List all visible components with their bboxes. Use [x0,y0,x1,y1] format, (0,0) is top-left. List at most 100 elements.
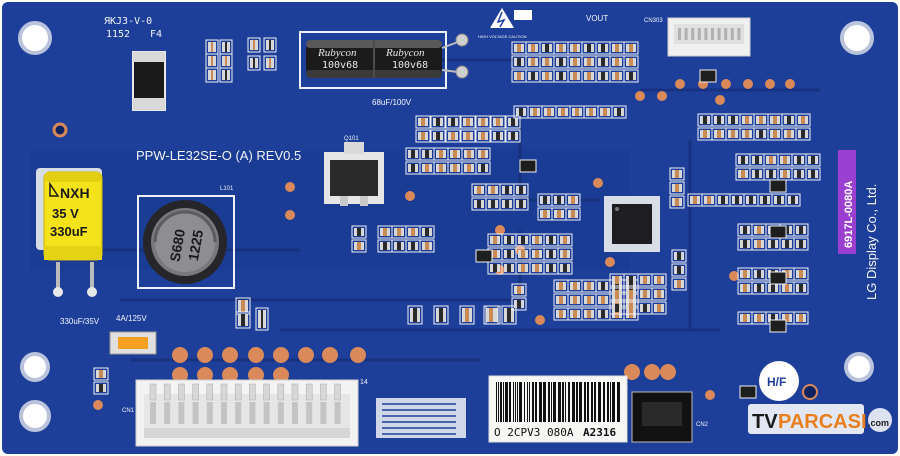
barcode-bar [551,382,552,422]
smd-terminal [495,308,498,322]
smd-terminal [553,250,556,258]
smd-terminal [739,196,742,204]
smd-terminal [539,264,542,272]
smd-terminal [681,266,684,274]
barcode-bar [584,382,586,422]
smd-outline [795,127,811,141]
smd-terminal [563,44,566,52]
smd-terminal [565,108,568,116]
smd-terminal [626,290,629,298]
smd-terminal [514,58,517,66]
smd-terminal [401,242,404,250]
smd-terminal [591,58,594,66]
smd-terminal [577,58,580,66]
smd-terminal [433,118,436,126]
smd-terminal [612,290,615,298]
smd-part [436,150,446,158]
smd-terminal [714,130,717,138]
smd-terminal [754,240,757,248]
smd-terminal [227,70,230,80]
copper-pad [197,367,213,383]
connector-slot [277,402,284,424]
smd-part [560,250,570,258]
connector-slot [263,402,270,424]
copper-pad [93,400,103,410]
watermark-logo [748,404,892,434]
sot-package [739,385,757,399]
smd-part [546,236,556,244]
smd-part [558,108,568,116]
copper-pad [322,347,338,363]
smd-part [488,186,498,194]
smd-part [746,196,756,204]
copper-pad [765,79,775,89]
smd-terminal [478,150,481,158]
cap-yellow-line-1: NXH [60,185,90,201]
smd-outline [475,129,491,143]
smd-terminal [600,108,603,116]
smd-part [540,196,550,204]
barcode-bar [548,382,550,422]
smd-terminal [614,108,617,116]
mosfet-q101 [324,142,384,206]
smd-outline [785,193,801,207]
smd-terminal [781,196,784,204]
smd-terminal [626,72,629,80]
smd-terminal [525,264,528,272]
smd-terminal [647,276,650,284]
smd-part [788,196,798,204]
smd-terminal [415,228,418,236]
smd-terminal [763,130,766,138]
smd-terminal [410,308,413,322]
smd-part [408,150,418,158]
smd-part [752,170,762,178]
smd-outline [513,183,529,197]
smd-terminal [746,196,749,204]
smd-outline [475,161,491,175]
smd-part [568,210,578,218]
smd-terminal [525,250,528,258]
smd-part [614,108,624,116]
connector-top-ref: CN303 [644,18,663,24]
copper-pad [644,364,660,380]
smd-part [796,270,806,278]
smd-part [612,44,622,52]
smd-part [584,310,594,318]
smd-terminal [770,116,773,124]
barcode-bar [503,382,504,422]
smd-part [546,250,556,258]
smd-terminal [732,196,735,204]
smd-terminal [766,156,769,164]
smd-terminal [250,58,253,68]
smd-terminal [504,236,507,244]
barcode-suffix: A2316 [583,426,616,439]
top-left-code: ЯKJ3-V-0 [104,16,152,27]
smd-outline [351,225,367,239]
smd-part [544,108,554,116]
smd-terminal [774,196,777,204]
smd-terminal [563,282,566,290]
smd-terminal [485,150,488,158]
smd-outline [611,105,627,119]
smd-terminal [700,116,703,124]
smd-terminal [515,118,518,126]
smd-terminal [521,58,524,66]
smd-terminal [679,184,682,192]
smd-terminal [567,264,570,272]
smd-terminal [725,196,728,204]
smd-terminal [633,290,636,298]
barcode-bar [543,382,546,422]
connector-slot [320,402,327,424]
smd-terminal [547,210,550,218]
smd-part [808,170,818,178]
smd-terminal [433,132,436,140]
sot-package [769,271,787,285]
connector-pin: 14 [360,379,368,386]
smd-part [794,156,804,164]
smd-terminal [518,264,521,272]
smd-terminal [258,310,261,328]
smd-terminal [796,284,799,292]
smd-terminal [775,240,778,248]
smd-terminal [422,164,425,172]
smd-terminal [789,240,792,248]
